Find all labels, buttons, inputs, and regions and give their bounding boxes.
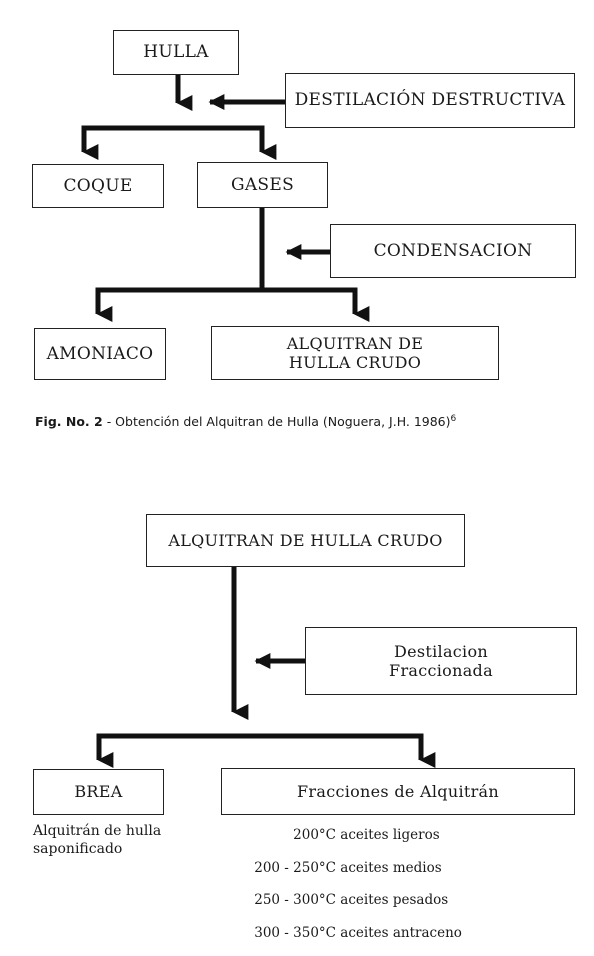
gases-box: GASES bbox=[197, 162, 328, 208]
brea-box: BREA bbox=[33, 769, 164, 815]
coque-label: COQUE bbox=[63, 175, 133, 196]
fraction-range: 200 - 250°C bbox=[254, 859, 336, 876]
brea-note-line2: saponificado bbox=[33, 841, 123, 857]
fracciones-label: Fracciones de Alquitrán bbox=[297, 781, 499, 801]
fraction-range: 250 - 300°C bbox=[254, 892, 336, 908]
fractions-list: 200°C aceites ligeros 200 - 250°C aceite… bbox=[214, 826, 462, 956]
split-brea-fracciones bbox=[96, 733, 424, 756]
amoniaco-box: AMONIACO bbox=[34, 328, 166, 380]
fraction-name: aceites ligeros bbox=[340, 827, 440, 843]
figure-caption: Fig. No. 2 - Obtención del Alquitran de … bbox=[35, 414, 456, 429]
caption-text: - Obtención del Alquitran de Hulla (Nogu… bbox=[102, 414, 451, 430]
brea-note: Alquitrán de hulla saponificado bbox=[33, 822, 161, 858]
split-amoniaco-alquitran bbox=[95, 287, 358, 312]
alquitran-crudo-box: ALQUITRAN DE HULLA CRUDO bbox=[211, 326, 499, 380]
fraction-range: 300 - 350°C bbox=[254, 924, 336, 941]
fraccionada-label-line1: Destilacion bbox=[393, 641, 489, 661]
hulla-label: HULLA bbox=[143, 42, 209, 63]
fraction-name: aceites medios bbox=[340, 859, 442, 876]
fraccionada-label-line2: Fraccionada bbox=[389, 661, 493, 680]
fraction-name: aceites pesados bbox=[340, 892, 449, 908]
caption-label: Fig. No. 2 bbox=[35, 414, 103, 430]
fraction-name: aceites antraceno bbox=[340, 924, 462, 941]
caption-reference: 6 bbox=[450, 414, 457, 424]
brea-note-line1: Alquitrán de hulla bbox=[33, 823, 162, 839]
gases-label: GASES bbox=[230, 174, 295, 195]
crudo-box: ALQUITRAN DE HULLA CRUDO bbox=[146, 514, 465, 567]
alquitran-label-line2: HULLA CRUDO bbox=[288, 353, 422, 372]
brea-label: BREA bbox=[74, 782, 123, 802]
destilacion-label: DESTILACIÓN DESTRUCTIVA bbox=[294, 90, 566, 111]
flow-connectors bbox=[81, 75, 436, 769]
hulla-box: HULLA bbox=[113, 30, 239, 75]
condensacion-label: CONDENSACION bbox=[373, 240, 533, 261]
destilacion-box: DESTILACIÓN DESTRUCTIVA bbox=[285, 73, 575, 128]
alquitran-label-line1: ALQUITRAN DE bbox=[286, 333, 424, 353]
fracciones-box: Fracciones de Alquitrán bbox=[221, 768, 575, 815]
split-coque-gases bbox=[81, 125, 265, 150]
crudo-label: ALQUITRAN DE HULLA CRUDO bbox=[168, 530, 443, 550]
fraction-range: 200°C bbox=[293, 827, 336, 843]
amoniaco-label: AMONIACO bbox=[46, 343, 154, 364]
coque-box: COQUE bbox=[32, 164, 164, 208]
condensacion-box: CONDENSACION bbox=[330, 224, 576, 278]
destilacion-fraccionada-box: Destilacion Fraccionada bbox=[305, 627, 577, 695]
